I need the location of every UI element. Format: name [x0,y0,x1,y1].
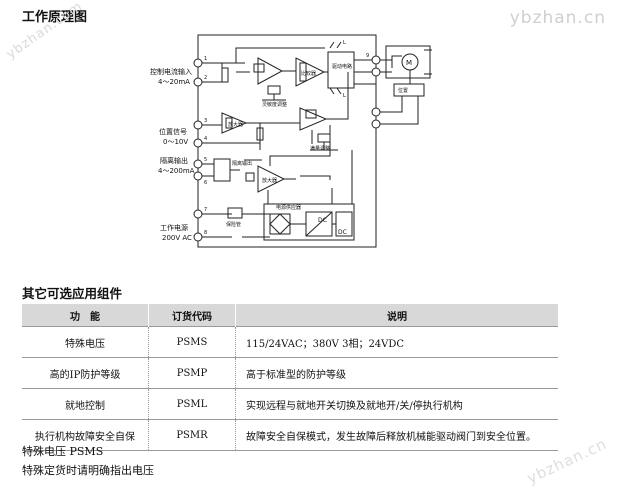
terminal-label-2: 2 [204,75,207,81]
header-function: 功 能 [22,304,149,327]
terminal-label-8: 8 [204,230,207,236]
table-header-row: 功 能 订货代码 说明 [22,304,558,327]
label-sensitivity-adj: 灵敏度调整 [262,101,287,108]
working-principle-diagram: 控制电流输入 4～20mA 位置信号 0～10V 隔离输出 4～200mA 工作… [150,34,432,248]
terminal-label-5: 5 [204,157,207,163]
label-isolation-amp2: 放大器 [262,177,277,184]
label-motor: M [406,59,412,67]
cell-order-code: PSML [148,388,236,420]
transformer [269,213,291,235]
label-position-range: 0～10V [163,138,188,146]
note-order-voltage: 特殊定货时请明确指出电压 [22,464,154,477]
options-title: 其它可选应用组件 [22,286,123,301]
isolation-amplifier [257,165,286,193]
label-comparator: 比较器 [301,70,316,77]
label-position-sensor: 位置 [398,87,408,94]
label-power-spec: 200V AC [162,234,192,242]
label-drive-circuit: 驱动电路 [332,63,352,70]
terminal-label-9: 9 [366,53,369,59]
cell-description: 故障安全自保模式，发生故障后释放机械能驱动阀门到安全位置。 [235,419,558,451]
cell-order-code: PSMR [148,419,236,451]
label-isolated-output: 隔离输出 [160,156,188,165]
header-description: 说明 [235,304,558,327]
label-lamp-2: L [343,93,346,99]
position-sensor [393,83,425,97]
terminal-label-7: 7 [204,207,207,213]
table-row: 执行机构故障安全自保 PSMR 故障安全自保模式，发生故障后释放机械能驱动阀门到… [22,419,558,451]
cell-function: 执行机构故障安全自保 [22,419,149,451]
terminal-label-4: 4 [204,136,207,142]
note-special-voltage: 特殊电压 PSMS [22,445,104,458]
label-dc-2: DC [338,229,347,236]
label-lamp-1: L [343,40,346,46]
input-comparator [257,57,284,85]
table-row: 高的IP防护等级 PSMP 高于标准型的防护等级 [22,357,558,389]
cell-description: 115/24VAC；380V 3相；24VDC [235,326,558,358]
table-row: 就地控制 PSML 实现远程与就地开关切换及就地开/关/停执行机构 [22,388,558,420]
cell-function: 就地控制 [22,388,149,420]
watermark-top-right: ybzhan.cn [509,8,606,28]
cell-function: 高的IP防护等级 [22,357,149,389]
label-protector: 保险管 [226,221,241,228]
power-supply-box [263,203,355,241]
header-order-code: 订货代码 [148,304,236,327]
left-terminals [193,58,203,242]
label-isolation-amp: 隔离输出 [232,160,252,167]
label-feedback-amp: 放大器 [228,121,243,128]
label-full-scale-adj: 满量调整 [310,145,330,152]
terminal-label-3: 3 [204,118,207,124]
cell-order-code: PSMS [148,326,236,358]
label-power: 工作电源 [160,223,188,232]
label-dc-1: DC [318,217,327,224]
drive-circuit [327,51,355,89]
cell-order-code: PSMP [148,357,236,389]
table-row: 特殊电压 PSMS 115/24VAC；380V 3相；24VDC [22,326,558,358]
comparator-box [295,57,326,87]
cell-description: 高于标准型的防护等级 [235,357,558,389]
label-position-signal: 位置信号 [159,127,187,136]
label-control-range: 4～20mA [158,78,190,86]
cell-function: 特殊电压 [22,326,149,358]
label-power-supply: 电源供应器 [276,204,301,211]
label-control-input: 控制电流输入 [150,67,192,76]
isolation-relay [213,158,231,182]
full-scale-amplifier [299,107,328,131]
fuse [227,207,243,219]
label-isolated-range: 4～200mA [158,167,195,175]
terminal-label-1: 1 [204,56,207,62]
page-title: 工作原理图 [22,10,88,25]
terminal-label-6: 6 [204,180,207,186]
options-table: 功 能 订货代码 说明 特殊电压 PSMS 115/24VAC；380V 3相；… [22,304,558,451]
cell-description: 实现远程与就地开关切换及就地开/关/停执行机构 [235,388,558,420]
